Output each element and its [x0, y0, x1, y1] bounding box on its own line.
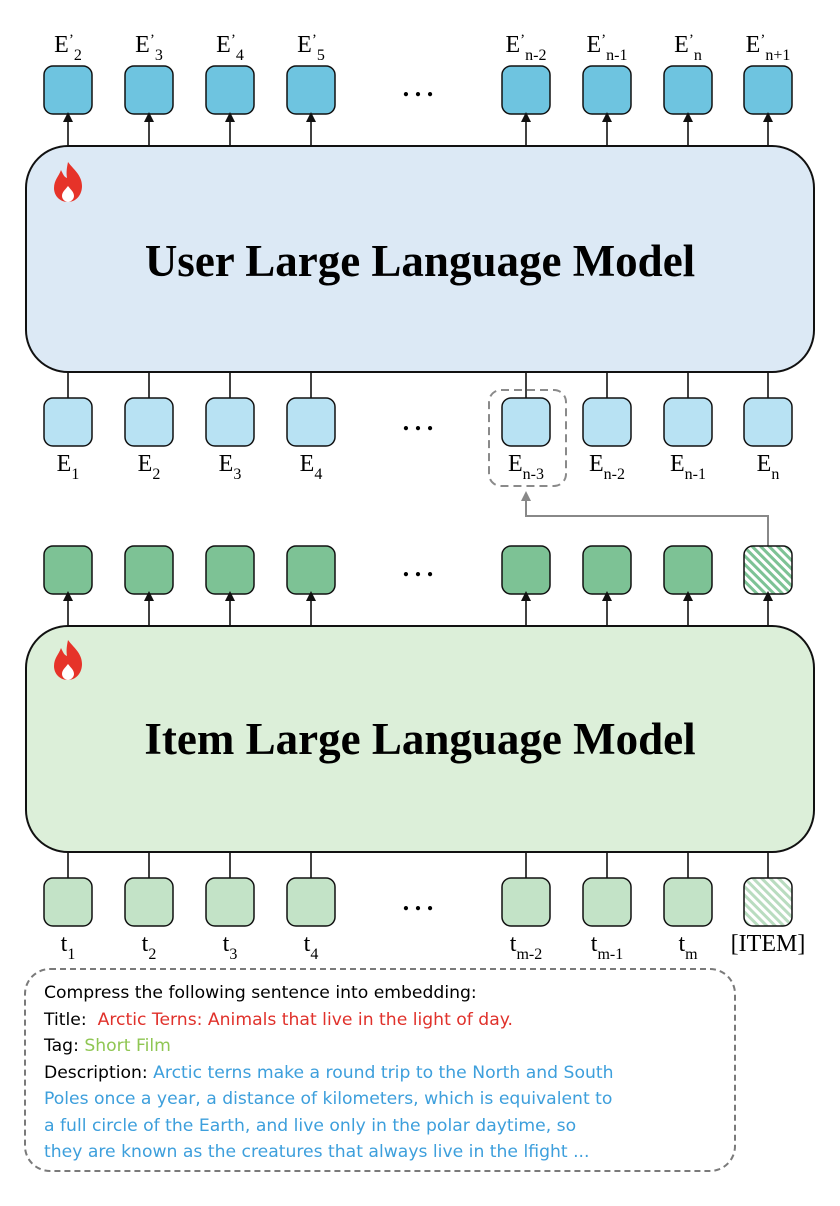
- item-input-label: [ITEM]: [731, 931, 806, 957]
- prompt-description-line-3: a full circle of the Earth, and live onl…: [44, 1115, 577, 1136]
- item-model-title: Item Large Language Model: [144, 714, 695, 764]
- item-input-token: [501, 877, 551, 927]
- user-output-label: E’2: [54, 32, 82, 64]
- prompt-title-value: Arctic Terns: Animals that live in the l…: [97, 1009, 513, 1030]
- user-input-label: E3: [219, 451, 242, 483]
- item-hidden-output: [43, 545, 93, 595]
- user-input-label: E1: [57, 451, 80, 483]
- user-input-embedding: [205, 397, 255, 447]
- user-output-label: E’n: [674, 32, 702, 64]
- prompt-tag-value: Short Film: [84, 1036, 171, 1056]
- item-input-label: t2: [142, 931, 157, 963]
- item-input-label: tm-2: [510, 931, 542, 963]
- prompt-title-label: Title:: [44, 1009, 87, 1030]
- prompt-title-line: Title: Arctic Terns: Animals that live i…: [44, 1007, 744, 1034]
- user-input-label: E4: [300, 451, 323, 483]
- user-output-label: E’5: [297, 32, 325, 64]
- user-output-embedding: [205, 65, 255, 115]
- user-output-label: E’n-1: [587, 32, 628, 64]
- item-model-box: [25, 625, 815, 853]
- prompt-description-line-4: they are known as the creatures that alw…: [44, 1142, 590, 1162]
- user-input-label: En-3: [508, 451, 544, 483]
- item-model-fire-icon: [54, 640, 82, 680]
- prompt-box: [24, 968, 736, 1172]
- prompt-description-line-1: Arctic terns make a round trip to the No…: [153, 1062, 614, 1083]
- item-input-label: t1: [61, 931, 76, 963]
- user-input-embedding: [582, 397, 632, 447]
- item-hidden-output: [663, 545, 713, 595]
- item-to-user-connector: [521, 491, 769, 546]
- user-input-embedding: [286, 397, 336, 447]
- prompt-tag-line: Tag: Short Film: [44, 1033, 744, 1060]
- item-input-token: [43, 877, 93, 927]
- prompt-description-line-2: Poles once a year, a distance of kilomet…: [44, 1089, 613, 1109]
- item-input-label: tm: [678, 931, 698, 963]
- item-input-label: t4: [304, 931, 319, 963]
- user-model-fire-icon: [54, 162, 82, 202]
- user-input-embedding: [43, 397, 93, 447]
- user-input-label: En-2: [589, 451, 625, 483]
- user-input-ellipsis: …: [400, 398, 436, 438]
- user-output-embedding: [43, 65, 93, 115]
- item-hidden-output: [124, 545, 174, 595]
- user-output-embedding: [743, 65, 793, 115]
- user-input-embedding: [743, 397, 793, 447]
- user-output-embedding: [124, 65, 174, 115]
- user-output-embedding: [286, 65, 336, 115]
- user-input-embedding: [124, 397, 174, 447]
- item-input-token: [582, 877, 632, 927]
- user-model-title: User Large Language Model: [145, 236, 695, 286]
- item-input-label: t3: [223, 931, 238, 963]
- user-output-embedding: [501, 65, 551, 115]
- item-output-ellipsis: …: [400, 544, 436, 584]
- user-output-label: E’n-2: [506, 32, 547, 64]
- prompt-description-line: Description: Arctic terns make a round t…: [44, 1060, 744, 1087]
- user-input-embedding: [501, 397, 551, 447]
- user-output-embedding: [663, 65, 713, 115]
- item-input-token: [663, 877, 713, 927]
- user-input-label: En-1: [670, 451, 706, 483]
- prompt-tag-label: Tag:: [44, 1036, 79, 1056]
- prompt-text: Compress the following sentence into emb…: [44, 980, 744, 1166]
- item-embedding-output: [743, 545, 793, 595]
- user-output-ellipsis: …: [400, 64, 436, 104]
- user-output-label: E’n+1: [746, 32, 791, 64]
- item-input-token: [286, 877, 336, 927]
- user-input-label: E2: [138, 451, 161, 483]
- item-hidden-output: [501, 545, 551, 595]
- item-special-token: [743, 877, 793, 927]
- user-output-label: E’3: [135, 32, 163, 64]
- user-model-box: [25, 145, 815, 373]
- item-input-token: [205, 877, 255, 927]
- item-input-label: tm-1: [591, 931, 623, 963]
- item-hidden-output: [205, 545, 255, 595]
- item-input-token: [124, 877, 174, 927]
- item-hidden-output: [286, 545, 336, 595]
- prompt-description-label: Description:: [44, 1062, 148, 1083]
- user-input-embedding: [663, 397, 713, 447]
- user-output-embedding: [582, 65, 632, 115]
- user-input-label: En: [757, 451, 780, 483]
- item-hidden-output: [582, 545, 632, 595]
- selected-embedding-highlight: [488, 389, 567, 487]
- prompt-instruction: Compress the following sentence into emb…: [44, 983, 477, 1003]
- user-output-label: E’4: [216, 32, 244, 64]
- item-input-ellipsis: …: [400, 878, 436, 918]
